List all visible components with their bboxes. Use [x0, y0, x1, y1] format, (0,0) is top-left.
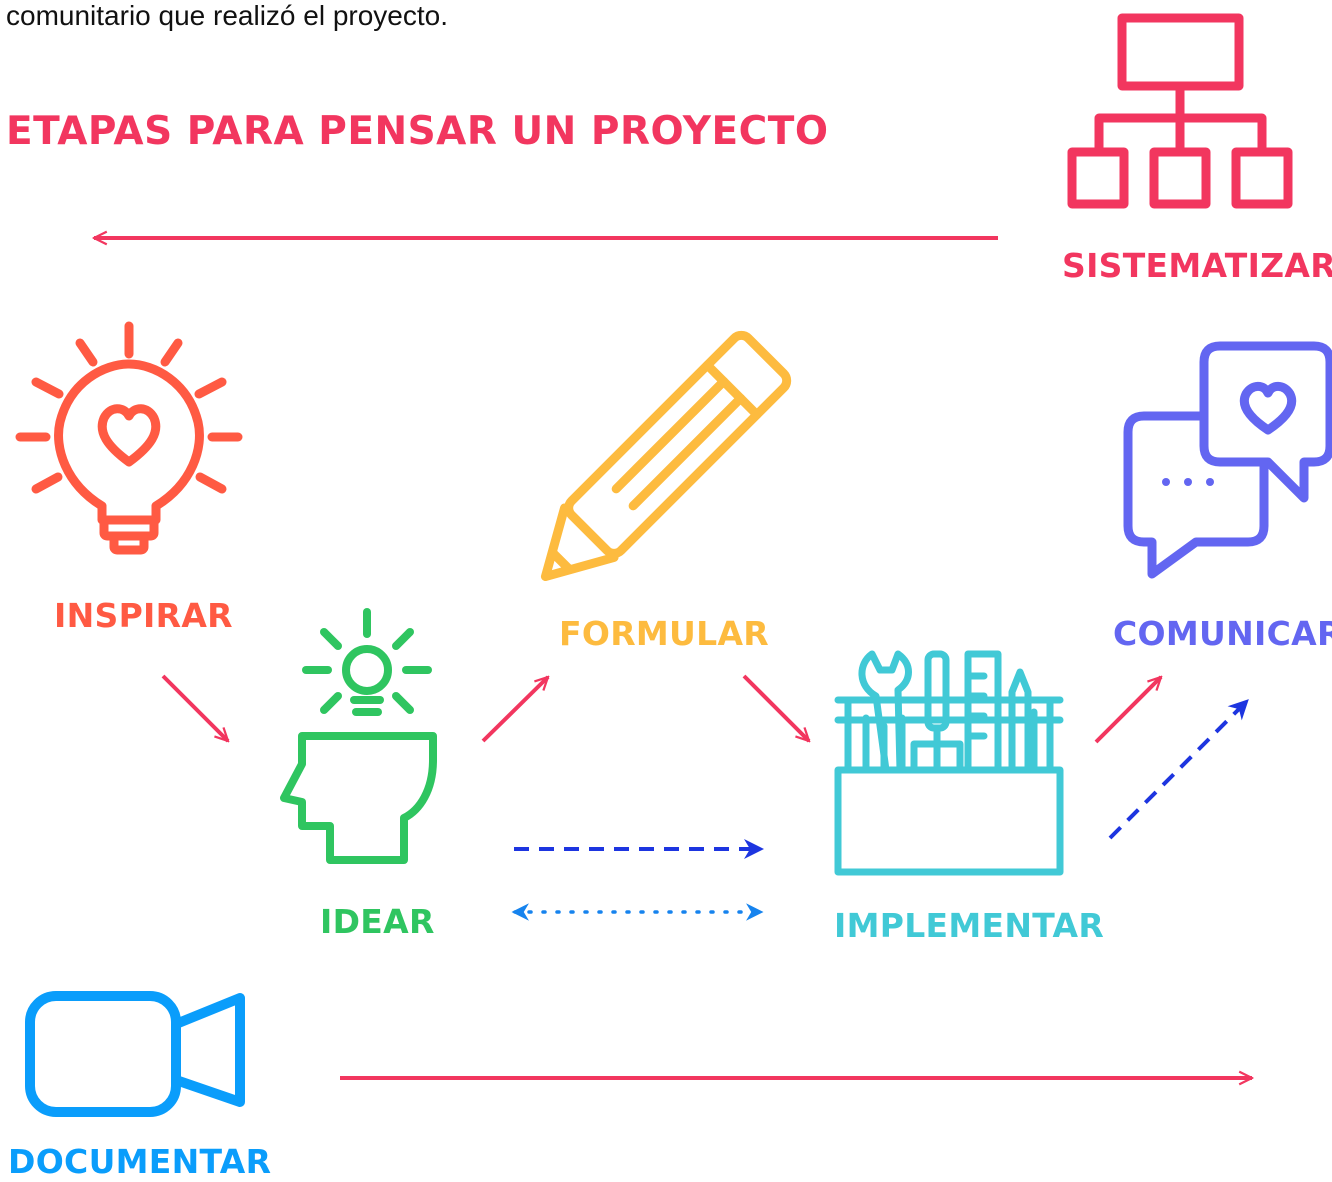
stage-label-implementar: IMPLEMENTAR — [834, 906, 1105, 945]
arrow-formular-implementar — [742, 674, 809, 741]
page-title: ETAPAS PARA PENSAR UN PROYECTO — [6, 109, 829, 154]
intro-text: comunitario que realizó el proyecto. — [6, 0, 449, 31]
video-camera-icon — [25, 991, 245, 1117]
hierarchy-icon — [1067, 13, 1293, 209]
lightbulb-heart-icon — [15, 321, 243, 555]
ellipsis-icon — [1162, 478, 1214, 486]
dashed-arrow-implementar-comunicar — [1108, 699, 1249, 840]
stage-label-comunicar: COMUNICAR — [1113, 614, 1332, 653]
stage-label-idear: IDEAR — [320, 902, 435, 941]
arrow-idear-formular — [481, 677, 548, 743]
toolbox-icon — [834, 650, 1064, 876]
pencil-icon — [540, 330, 792, 582]
stage-label-sistematizar: SISTEMATIZAR — [1062, 246, 1332, 285]
stage-label-formular: FORMULAR — [559, 614, 770, 653]
arrow-inspirar-idear — [161, 674, 228, 741]
head-idea-icon — [280, 608, 437, 864]
stage-label-documentar: DOCUMENTAR — [8, 1142, 272, 1181]
chat-bubbles-icon — [1123, 341, 1332, 579]
stage-label-inspirar: INSPIRAR — [54, 596, 233, 635]
arrow-implementar-comunicar — [1094, 677, 1161, 744]
